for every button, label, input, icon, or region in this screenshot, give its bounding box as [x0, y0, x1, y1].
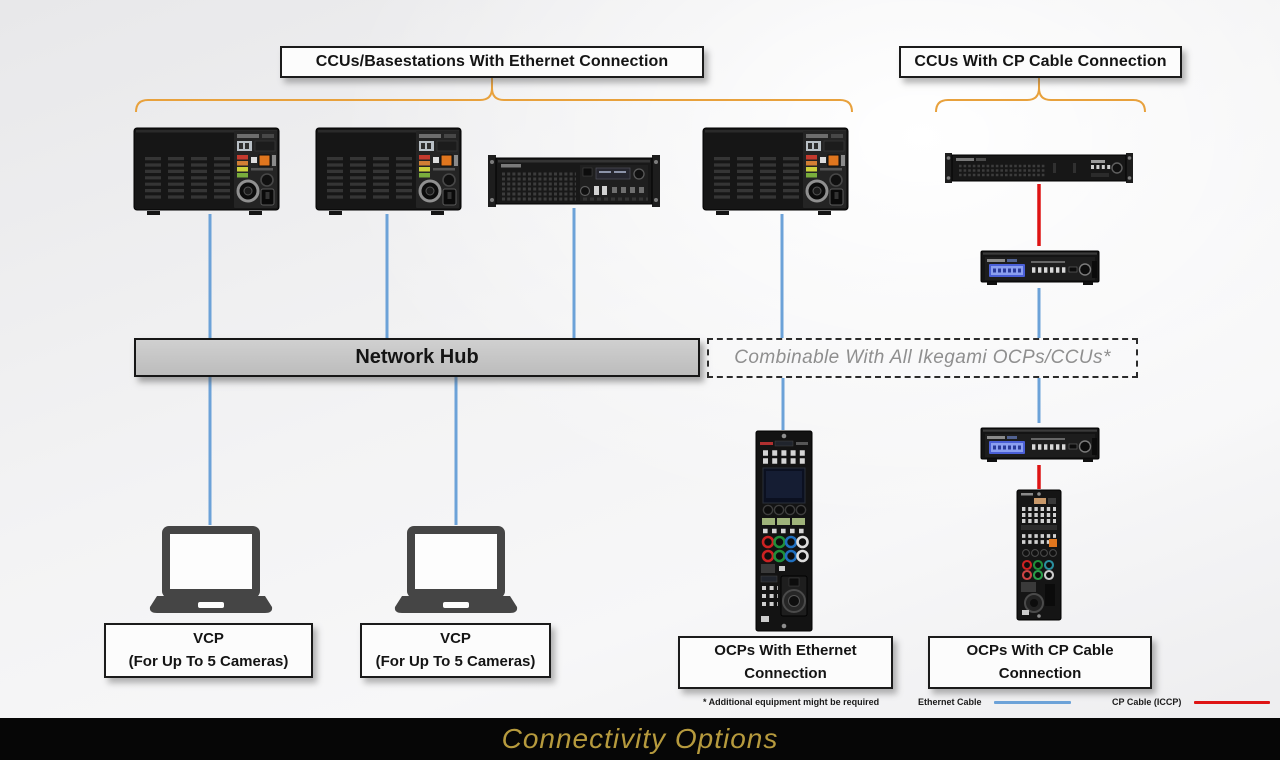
ccu-basestation-3-image: [702, 127, 849, 215]
ethernet-ccus-group-label-text: CCUs/Basestations With Ethernet Connecti…: [315, 53, 669, 70]
cp-ccus-group-label-text: CCUs With CP Cable Connection: [914, 53, 1167, 70]
footnote: * Additional equipment might be required: [703, 697, 880, 707]
page-title: Connectivity Options: [501, 723, 779, 754]
ccu-basestation-2-image: [315, 127, 462, 215]
ocp-cp-panel-image: [1016, 489, 1062, 621]
interface-converter-1-image: [979, 246, 1101, 288]
ocp-ethernet-label-box: OCPs With Ethernet Connection: [678, 636, 893, 689]
basestation-rack-2u-image: [488, 153, 660, 209]
cp-group-brace: [935, 78, 1146, 113]
network-hub-box: Network Hub: [134, 338, 700, 377]
interface-converter-2-image: [979, 423, 1101, 465]
network-hub-label: Network Hub: [355, 346, 479, 368]
vcp2-label-line2: (For Up To 5 Cameras): [375, 652, 536, 670]
title-band: Connectivity Options: [0, 718, 1280, 760]
ocp-cp-label-text: OCPs With CP Cable Connection: [966, 642, 1114, 682]
vcp1-label-box: VCP (For Up To 5 Cameras): [104, 623, 313, 678]
legend-ethernet-swatch: [994, 701, 1071, 704]
ocp-cp-label-box: OCPs With CP Cable Connection: [928, 636, 1152, 689]
vcp2-label-box: VCP (For Up To 5 Cameras): [360, 623, 551, 678]
ethernet-ccus-group-label: CCUs/Basestations With Ethernet Connecti…: [280, 46, 704, 78]
vcp-laptop-2-icon: [394, 526, 518, 618]
combinable-box: Combinable With All Ikegami OCPs/CCUs*: [707, 338, 1138, 378]
combinable-label: Combinable With All Ikegami OCPs/CCUs*: [734, 347, 1111, 368]
legend-cp-label: CP Cable (ICCP): [1112, 697, 1182, 707]
ocp-ethernet-label-text: OCPs With Ethernet Connection: [714, 642, 857, 682]
vcp1-label-line2: (For Up To 5 Cameras): [128, 652, 289, 670]
legend-ethernet-label: Ethernet Cable: [918, 697, 982, 707]
vcp2-label-line1: VCP: [440, 630, 471, 647]
legend-cp-swatch: [1194, 701, 1270, 704]
cp-ccus-group-label: CCUs With CP Cable Connection: [899, 46, 1182, 78]
ocp-ethernet-panel-image: [755, 430, 813, 632]
ethernet-group-brace: [135, 78, 853, 113]
vcp-laptop-1-icon: [149, 526, 273, 618]
vcp1-label-line1: VCP: [193, 630, 224, 647]
ccu-basestation-1-image: [133, 127, 280, 215]
cp-ccu-rack-1u-image: [945, 152, 1133, 184]
